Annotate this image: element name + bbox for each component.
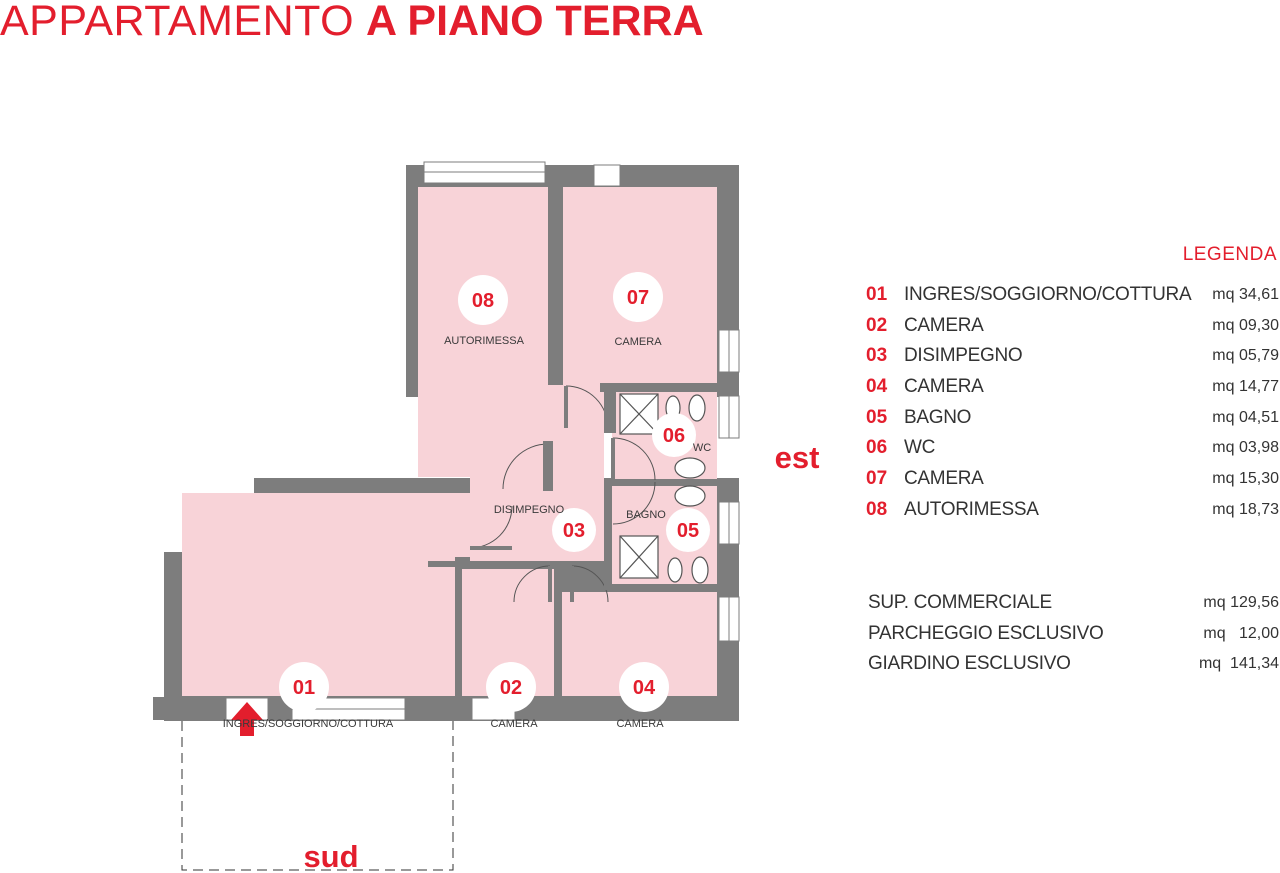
summary-row: PARCHEGGIO ESCLUSIVO mq 12,00 (868, 619, 1279, 650)
legend-row: 03 DISIMPEGNO mq 05,79 (866, 341, 1280, 372)
legend-number: 01 (866, 284, 888, 305)
area-summary: SUP. COMMERCIALE mq 129,56 PARCHEGGIO ESC… (868, 588, 1279, 680)
room-01-area-b (182, 493, 470, 557)
legend-area: mq 09,30 (1212, 316, 1279, 334)
room-03-number: 03 (563, 520, 585, 542)
legend-row: 01 INGRES/SOGGIORNO/COTTURA mq 34,61 (866, 280, 1280, 311)
room-01: 01 INGRES/SOGGIORNO/COTTURA (223, 662, 394, 730)
legend-title: LEGENDA (1182, 244, 1277, 265)
room-06-label: WC (693, 442, 711, 454)
compass-east: est (775, 440, 820, 475)
legend-number: 06 (866, 437, 888, 459)
room-04: 04 CAMERA (616, 662, 669, 730)
summary-name: SUP. COMMERCIALE (868, 592, 1052, 613)
legend-number: 02 (866, 314, 888, 336)
room-fills (182, 187, 717, 696)
summary-name: PARCHEGGIO ESCLUSIVO (868, 622, 1104, 644)
legend-name: INGRES/SOGGIORNO/COTTURA (904, 284, 1192, 305)
toilet-icon-2 (691, 556, 709, 584)
legend-name: DISIMPEGNO (904, 345, 1023, 367)
legend-name: CAMERA (904, 468, 984, 490)
room-markers: 08 AUTORIMESSA 07 CAMERA 06 WC 05 BAGNO … (223, 272, 711, 730)
sink-icon-2 (674, 485, 706, 507)
legend-name: AUTORIMESSA (904, 498, 1039, 520)
room-02: 02 CAMERA (486, 662, 538, 730)
legend-name: CAMERA (904, 376, 984, 398)
room-02-label: CAMERA (490, 718, 538, 730)
title-bold: A PIANO TERRA (366, 0, 704, 45)
entrance-arrow-icon (231, 702, 263, 736)
legend-name: CAMERA (904, 314, 984, 336)
legend-name: BAGNO (904, 406, 972, 428)
room-08-number: 08 (472, 290, 494, 312)
windows (225, 161, 740, 721)
legend-row: 07 CAMERA mq 15,30 (866, 464, 1280, 495)
summary-row: GIARDINO ESCLUSIVO mq 141,34 (868, 649, 1279, 680)
legend-number: 07 (866, 468, 888, 490)
room-07-number: 07 (627, 287, 649, 309)
summary-area: mq 141,34 (1198, 655, 1279, 672)
legend-area: mq 03,98 (1212, 439, 1279, 457)
legend-row: 04 CAMERA mq 14,77 (866, 372, 1280, 403)
page-title: APPARTAMENTO A PIANO TERRA (0, 0, 704, 44)
bidet-icon-2 (667, 557, 683, 583)
room-02-number: 02 (500, 677, 522, 699)
legend-area: mq 05,79 (1212, 347, 1279, 365)
summary-name: GIARDINO ESCLUSIVO (868, 653, 1071, 674)
room-08-label: AUTORIMESSA (444, 335, 525, 347)
legend-row: 02 CAMERA mq 09,30 (866, 311, 1280, 342)
legend-number: 08 (866, 498, 888, 520)
room-03: 03 DISIMPEGNO (494, 504, 596, 552)
legend-row: 06 WC mq 03,98 (866, 433, 1280, 464)
room-07-label: CAMERA (614, 336, 662, 348)
legend: LEGENDA 01 INGRES/SOGGIORNO/COTTURA mq 34,… (866, 244, 1280, 526)
room-03-area-b (556, 383, 604, 389)
toilet-icon (688, 394, 706, 422)
room-05-label: BAGNO (626, 509, 666, 521)
legend-number: 05 (866, 406, 888, 428)
summary-row: SUP. COMMERCIALE mq 129,56 (868, 588, 1279, 619)
thin-walls (428, 479, 718, 697)
legend-area: mq 34,61 (1212, 286, 1279, 303)
room-04-label: CAMERA (616, 718, 664, 730)
legend-number: 03 (866, 345, 888, 367)
legend-name: WC (904, 437, 936, 459)
sink-icon (674, 457, 706, 479)
room-03-label: DISIMPEGNO (494, 504, 565, 516)
room-08: 08 AUTORIMESSA (444, 275, 525, 347)
legend-area: mq 04,51 (1212, 408, 1279, 426)
room-01-number: 01 (293, 677, 315, 699)
legend-row: 05 BAGNO mq 04,51 (866, 403, 1280, 434)
compass-south: sud (303, 839, 358, 873)
room-05-number: 05 (677, 520, 699, 542)
legend-area: mq 18,73 (1212, 500, 1279, 518)
window-north-camera (593, 164, 621, 187)
room-04-number: 04 (633, 677, 656, 699)
legend-area: mq 15,30 (1212, 470, 1279, 488)
fixtures (619, 393, 709, 584)
wall-stubs (543, 187, 717, 590)
room-01-label: INGRES/SOGGIORNO/COTTURA (223, 718, 394, 730)
title-light: APPARTAMENTO (0, 0, 355, 45)
room-06-number: 06 (663, 425, 685, 447)
legend-number: 04 (866, 376, 888, 398)
room-05: 05 BAGNO (626, 508, 710, 552)
legend-area: mq 14,77 (1212, 378, 1279, 396)
legend-row: 08 AUTORIMESSA mq 18,73 (866, 495, 1280, 526)
room-07: 07 CAMERA (613, 272, 663, 348)
summary-area: mq 12,00 (1203, 624, 1279, 642)
summary-area: mq 129,56 (1203, 594, 1279, 611)
room-06: 06 WC (652, 413, 711, 457)
